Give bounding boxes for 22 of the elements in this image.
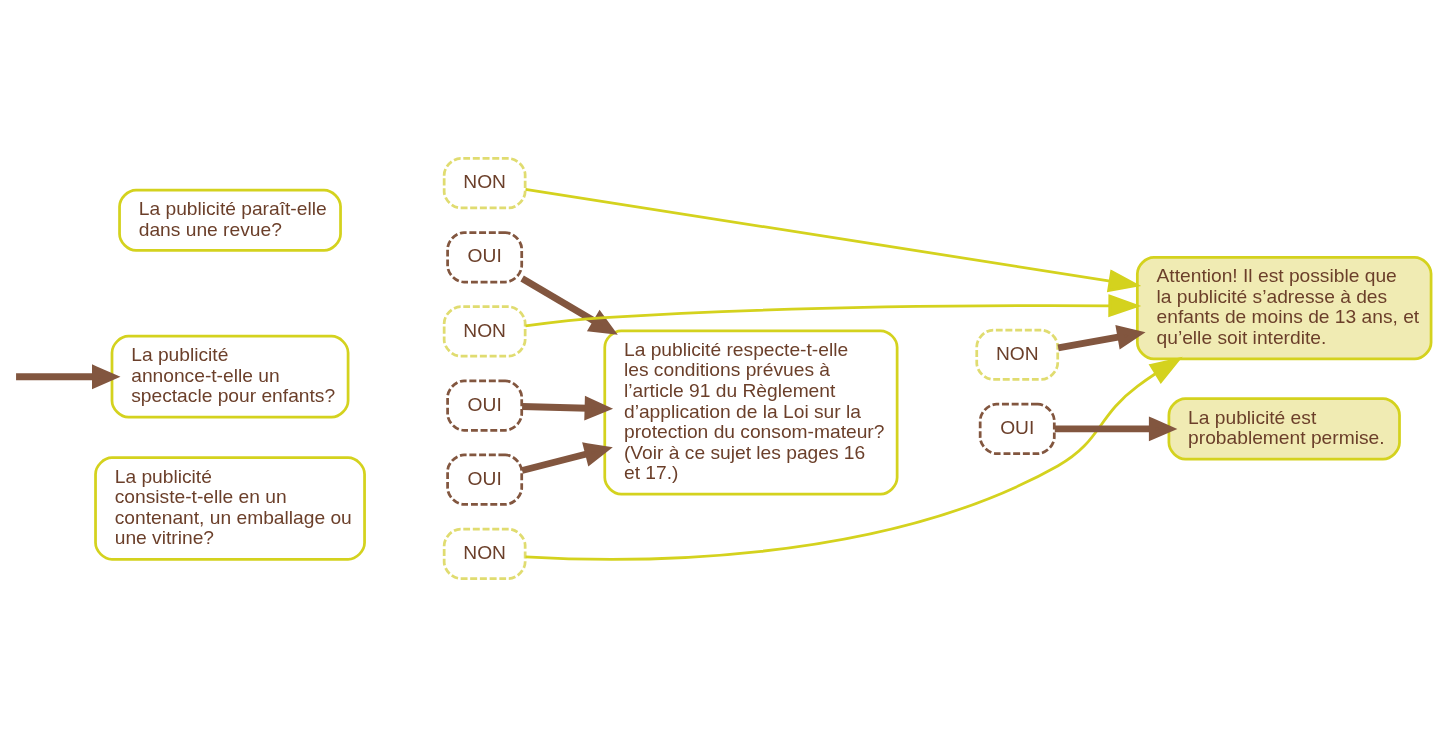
node-box: La publicité est probablement permise. [1167, 397, 1401, 461]
node-box: NON [975, 328, 1060, 381]
node-box: OUI [446, 379, 524, 432]
arrow [521, 442, 613, 474]
node-box: NON [442, 157, 527, 210]
node-box: NON [442, 305, 527, 358]
arrow [525, 356, 1183, 561]
node-box: OUI [446, 231, 524, 284]
node-box: La publicité annonce-t-elle un spectacle pour enfants? [110, 334, 350, 419]
node-box: La publicité consiste-t-elle en un contenant, un emballage ou une vitrine? [94, 456, 366, 561]
node-box: Attention! Il est possible que la publicité s’adresse à des enfants de moins de 13 ans, et qu’elle soit interdite. [1135, 255, 1433, 361]
arrow [1057, 325, 1146, 352]
arrow [520, 275, 618, 335]
arrow [525, 188, 1142, 293]
arrow [1054, 416, 1178, 442]
node-box: La publicité respecte-t-elle les conditions prévues à l’article 91 du Règlement d’application de la Loi sur la protection du consom-mateur? (Voir à ce sujet les pages 16 et 17.) [603, 329, 899, 496]
node-box: La publicité paraît-elle dans une revue? [118, 188, 342, 252]
arrow [525, 294, 1142, 328]
node-box: NON [442, 527, 527, 580]
arrow [522, 395, 614, 421]
node-box: OUI [446, 453, 524, 506]
node-box: OUI [978, 402, 1056, 455]
